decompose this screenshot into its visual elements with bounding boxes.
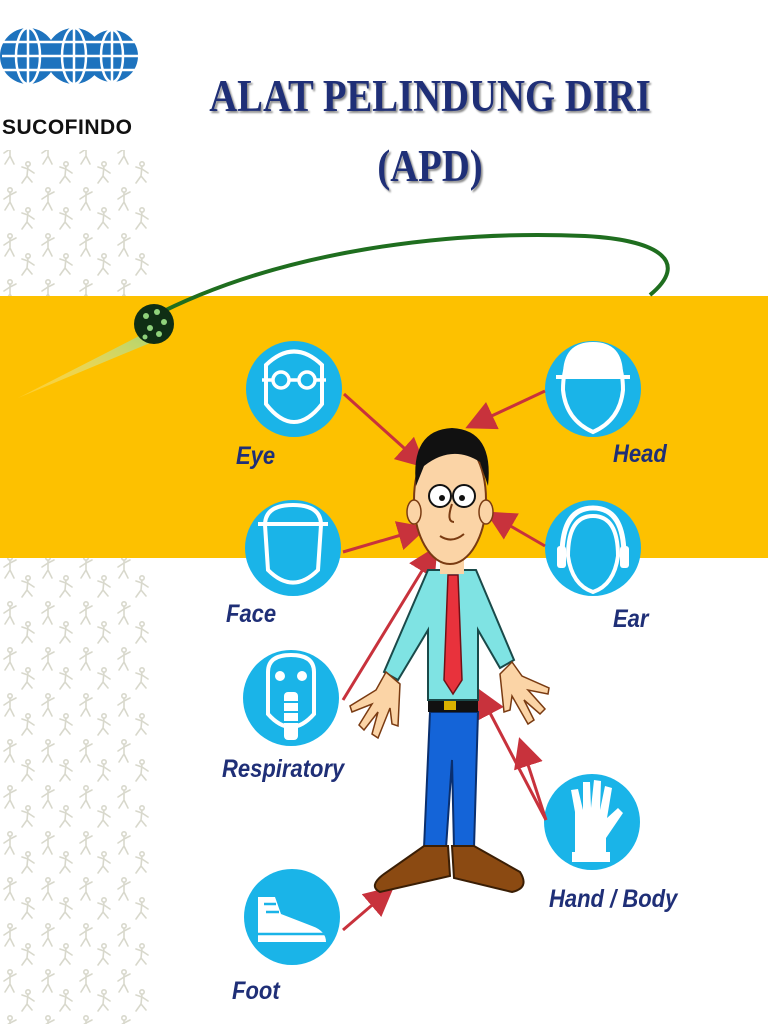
cartoon-man xyxy=(349,428,550,894)
pointer-arrows xyxy=(341,389,548,932)
label-respiratory: Respiratory xyxy=(222,755,345,783)
head-protection-icon xyxy=(545,341,641,437)
label-hand-body: Hand / Body xyxy=(549,885,678,913)
label-face: Face xyxy=(226,600,277,628)
eye-protection-icon xyxy=(246,341,342,437)
foot-protection-icon xyxy=(244,869,340,965)
hand-body-protection-icon xyxy=(544,774,640,870)
face-protection-icon xyxy=(245,500,341,596)
green-arc-curve xyxy=(149,233,670,320)
label-foot: Foot xyxy=(232,977,280,1005)
ear-protection-icon xyxy=(545,500,641,596)
page-subtitle: (APD) xyxy=(377,141,483,191)
logo-text: SUCOFINDO xyxy=(2,116,133,139)
respiratory-protection-icon xyxy=(243,650,339,746)
sucofindo-globe-icon xyxy=(0,26,140,86)
label-head: Head xyxy=(613,440,667,468)
side-pattern-decoration xyxy=(0,150,150,1024)
green-ball-icon xyxy=(134,304,174,344)
comet-tail xyxy=(18,333,150,398)
label-eye: Eye xyxy=(236,442,276,470)
page-title: ALAT PELINDUNG DIRI xyxy=(209,71,651,121)
label-ear: Ear xyxy=(613,605,649,633)
yellow-band xyxy=(0,296,768,558)
